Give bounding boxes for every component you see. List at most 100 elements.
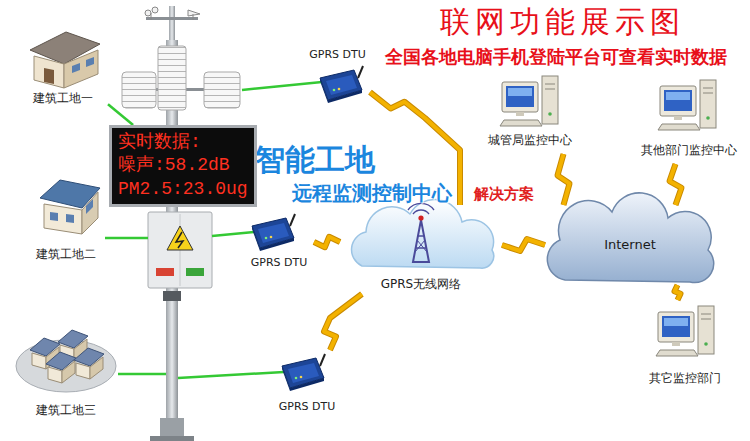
display-reading: 噪声:58.2dB [118,154,230,177]
gprs-cloud-shape [413,210,429,214]
monitoring-pole [158,46,186,110]
dtu-device [320,66,363,103]
gprs-cloud-shape [418,235,424,237]
monitoring-pole [145,10,151,16]
gprs-cloud-shape [415,240,425,252]
house-illustration [44,204,82,234]
house-illustration [66,214,74,223]
subheadline: 远程监测控制中心 [292,182,452,205]
monitor-center: 其他部门监控中心 [636,72,742,164]
house-illustration [34,56,64,88]
dtu-device [252,214,295,251]
connector-line [502,239,545,251]
wireless-bolt [502,239,545,251]
monitoring-pole [163,291,181,301]
monitoring-pole [151,13,152,20]
monitoring-pole [148,212,212,288]
monitoring-pole [193,14,194,20]
connector-line [670,164,682,205]
connector-line [314,237,340,247]
monitoring-pole [146,17,198,20]
connector-line [324,294,362,350]
monitoring-pole [204,72,240,108]
gprs-dtu: GPRS DTU [244,212,314,272]
site-link-line [105,237,148,240]
bolt-outline [558,154,570,205]
device-label: GPRS DTU [251,257,308,270]
connector-line [675,285,681,300]
internet-cloud: Internet [545,205,715,285]
display-reading: 实时数据: [118,131,201,154]
monitor-center: 其它监控部门 [640,300,730,392]
display-reading: PM2.5:23.0ug [118,178,248,201]
internet-cloud-shape [547,193,713,283]
led-display: 实时数据:噪声:58.2dBPM2.5:23.0ug [109,125,257,207]
device-label: GPRS DTU [309,49,366,62]
house-illustration [30,32,100,88]
diagram-title: 联网功能展示图 [440,5,685,40]
house-illustration [40,180,100,234]
house-cluster-illustration [74,348,104,379]
wireless-bolt [324,294,362,350]
computer-icon [658,80,716,130]
bolt-outline [502,239,545,251]
house-illustration [72,63,80,73]
center-label: 其它监控部门 [649,372,721,386]
gprs-dtu: GPRS DTU [305,48,370,106]
gprs-cloud-shape [413,220,429,262]
site-label: 建筑工地二 [36,248,96,262]
bolt-outline [670,164,682,205]
monitoring-pole [176,232,183,248]
gprs-dtu: GPRS DTU [272,350,342,416]
house-illustration [82,192,98,234]
bolt-outline [675,285,681,300]
gprs-cloud-shape [418,215,423,220]
connector-line [558,154,570,205]
monitor-center: 城管局监控中心 [478,72,582,154]
house-illustration [44,68,54,84]
gprs-cloud-shape [352,199,494,268]
site-link-line [118,373,166,376]
house-illustration [86,57,94,67]
site-label: 建筑工地一 [33,92,93,106]
gprs-cloud-shape [417,240,427,252]
house-illustration [86,199,93,214]
network-label: GPRS无线网络 [381,278,462,292]
monitoring-pole [152,7,158,13]
center-label: 其他部门监控中心 [641,144,737,158]
wireless-bolt [314,237,340,247]
monitoring-pole [150,436,194,441]
site-building: 建筑工地二 [24,172,108,264]
house-cluster-illustration [16,330,116,392]
wireless-bolt [675,285,681,300]
monitoring-pole [156,268,174,276]
monitoring-pole [167,226,193,250]
computer-icon [500,76,558,126]
site-link-line [212,232,254,236]
internet-cloud-shape [547,193,713,283]
house-cluster-illustration [46,352,76,383]
house-illustration [50,212,58,221]
monitoring-pole [188,10,200,16]
subtitle: 全国各地电脑手机登陆平台可查看实时数据 [385,47,727,68]
network-label: Internet [604,238,656,253]
computer-icon [656,306,714,356]
gprs-cloud-shape [352,199,494,268]
wireless-bolt [670,164,682,205]
link-line [108,104,133,125]
monitoring-pole [186,268,204,276]
gprs-cloud: GPRS无线网络 [340,205,502,294]
wireless-bolt [558,154,570,205]
headline: 智能工地 [255,143,375,178]
connector-line [108,104,133,125]
site-building: 建筑工地一 [18,26,108,108]
site-link-line [105,82,322,378]
house-illustration [64,50,98,88]
device-label: GPRS DTU [279,401,336,414]
bolt-outline [324,294,362,350]
site-link-line [178,372,284,378]
site-label: 建筑工地三 [36,404,96,418]
solution-tag: 解决方案 [474,186,534,203]
site-building: 建筑工地三 [14,305,118,420]
